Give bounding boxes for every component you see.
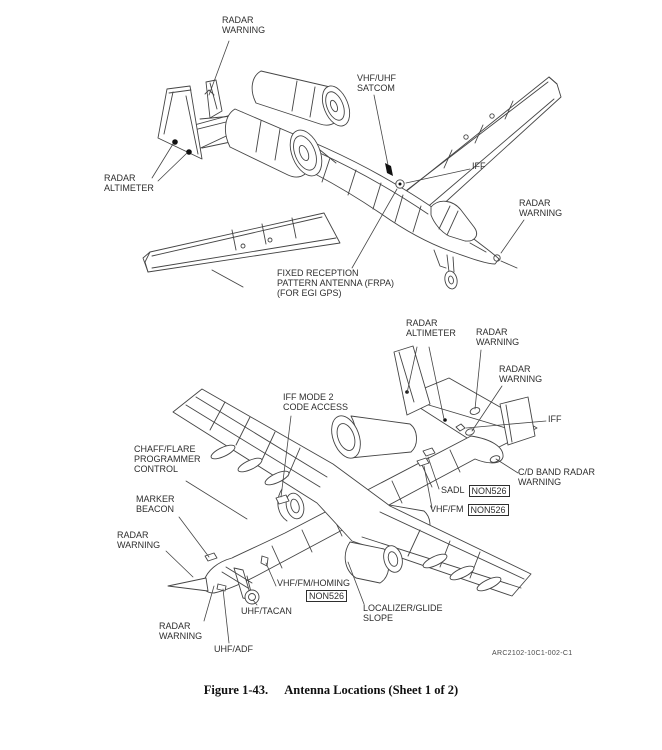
label-marker-beacon: MARKER BEACON — [136, 494, 175, 514]
label-vhf-fm: VHF/FM NON526 — [430, 504, 509, 516]
label-radar-altimeter-bottom: RADAR ALTIMETER — [406, 318, 456, 338]
label-iff-mode-2: IFF MODE 2 CODE ACCESS — [283, 392, 349, 412]
vhf-fm-antenna — [416, 457, 430, 467]
satcom-blade-antenna — [385, 163, 393, 176]
label-radar-warning-fwd-left: RADAR WARNING — [117, 530, 161, 550]
label-cd-band-radar-warning: C/D BAND RADAR WARNING — [518, 467, 596, 487]
label-radar-altimeter-top: RADAR ALTIMETER — [104, 173, 154, 193]
label-iff-bottom: IFF — [548, 414, 562, 424]
label-uhf-tacan: UHF/TACAN — [241, 606, 292, 616]
label-localizer-glide-slope: LOCALIZER/GLIDE SLOPE — [363, 603, 443, 623]
label-chaff-flare: CHAFF/FLARE PROGRAMMER CONTROL — [134, 444, 201, 474]
cd-band-antenna — [489, 455, 501, 463]
antenna-markers — [172, 139, 405, 189]
fin-cap-radar-warning-antenna — [204, 89, 215, 96]
nose-radar-warning-antenna — [493, 254, 501, 262]
tail-radar-warning-antenna-upper — [469, 407, 481, 415]
label-radar-warning-nose-bottom: RADAR WARNING — [159, 621, 203, 641]
radar-altimeter-dot-1 — [172, 139, 178, 145]
figure-caption-label: Figure 1-43. — [203, 683, 269, 697]
bottom-aircraft-drawing — [167, 345, 538, 605]
label-sadl: SADL NON526 — [441, 485, 510, 497]
top-aircraft-drawing — [142, 70, 562, 290]
uhf-adf-antenna — [216, 583, 227, 592]
label-iff-top: IFF — [472, 161, 486, 171]
sadl-antenna — [422, 447, 436, 457]
label-radar-warning-tail-upper: RADAR WARNING — [476, 327, 520, 347]
label-radar-warning-fin: RADAR WARNING — [222, 15, 266, 35]
sadl-non526-box: NON526 — [468, 485, 510, 497]
vhf-fm-homing-non526-box: NON526 — [306, 590, 348, 602]
vhf-fm-non526-box: NON526 — [467, 504, 509, 516]
leader-lines — [151, 40, 547, 644]
figure-caption: Figure 1-43. Antenna Locations (Sheet 1 … — [0, 683, 662, 698]
drawing-number: ARC2102-10C1-002-C1 — [492, 650, 573, 657]
label-vhf-uhf-satcom: VHF/UHF SATCOM — [357, 73, 396, 93]
iff-antenna-bottom — [455, 423, 466, 432]
iff-mode-2-antenna — [275, 494, 290, 505]
figure-caption-title: Antenna Locations (Sheet 1 of 2) — [284, 683, 459, 697]
tail-radar-warning-antenna-lower — [465, 428, 475, 436]
label-radar-warning-nose-top: RADAR WARNING — [519, 198, 563, 218]
uhf-tacan-antenna — [244, 589, 260, 605]
label-radar-warning-tail-lower: RADAR WARNING — [499, 364, 543, 384]
label-vhf-fm-homing: VHF/FM/HOMING NON526 — [277, 578, 350, 602]
label-frpa: FIXED RECEPTION PATTERN ANTENNA (FRPA) (… — [277, 268, 395, 298]
label-uhf-adf: UHF/ADF — [214, 644, 253, 654]
radar-altimeter-dot-2 — [186, 149, 192, 155]
